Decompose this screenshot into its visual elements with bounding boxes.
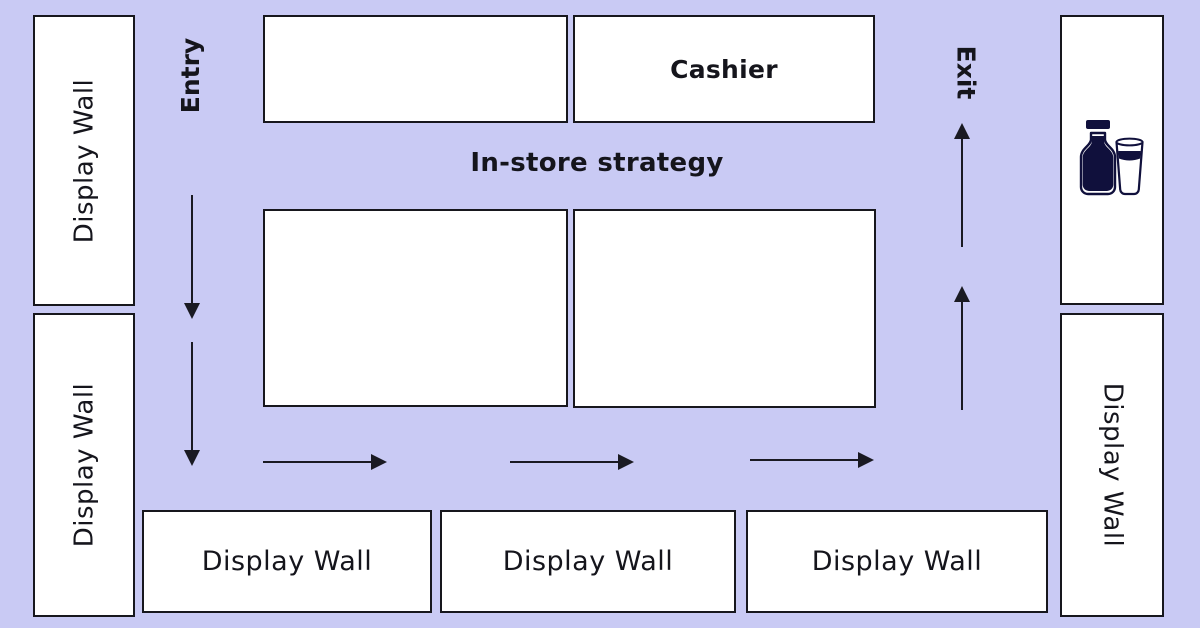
display-wall-right-bottom: Display Wall	[1060, 313, 1164, 617]
display-wall-bottom-2: Display Wall	[440, 510, 736, 613]
center-shelf-left	[263, 209, 568, 407]
diagram-title: In-store strategy	[470, 148, 724, 178]
display-wall-bottom-1: Display Wall	[142, 510, 432, 613]
walk-flow-arrow-3	[750, 452, 874, 468]
display-wall-label: Display Wall	[69, 78, 99, 243]
exit-flow-arrow-2	[954, 286, 970, 410]
milk-bottle-and-glass-icon	[1079, 120, 1144, 196]
entry-flow-arrow-2	[184, 342, 200, 466]
exit-label-text: Exit	[951, 45, 981, 99]
display-wall-label: Display Wall	[69, 382, 99, 548]
beverage-display-box	[1060, 15, 1164, 305]
exit-flow-arrow-1	[954, 123, 970, 247]
display-wall-label: Display Wall	[502, 546, 674, 577]
walk-flow-arrow-2	[510, 454, 634, 470]
display-wall-label: Display Wall	[1097, 382, 1127, 548]
center-shelf-right	[573, 209, 876, 408]
exit-label: Exit	[944, 32, 988, 112]
entry-label-text: Entry	[176, 37, 206, 113]
display-wall-bottom-3: Display Wall	[746, 510, 1048, 613]
display-wall-left-bottom: Display Wall	[33, 313, 135, 617]
entry-flow-arrow-1	[184, 195, 200, 319]
display-wall-label: Display Wall	[201, 546, 373, 577]
walk-flow-arrow-1	[263, 454, 387, 470]
display-wall-label: Display Wall	[811, 546, 983, 577]
entry-label: Entry	[169, 33, 213, 117]
top-shelf-box	[263, 15, 568, 123]
display-wall-left-top: Display Wall	[33, 15, 135, 306]
cashier-label: Cashier	[670, 54, 778, 84]
cashier-box: Cashier	[573, 15, 875, 123]
